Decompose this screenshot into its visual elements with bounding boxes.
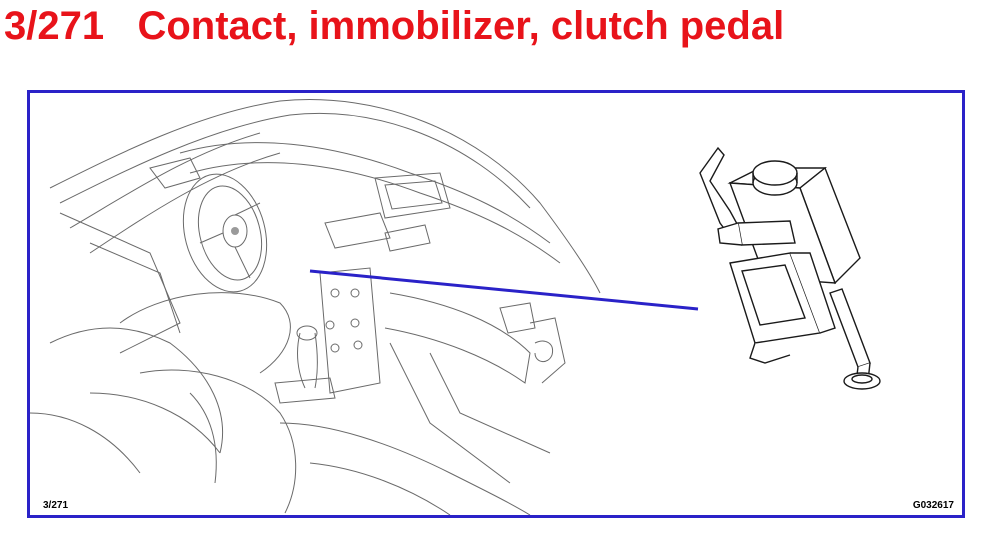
car-interior-illustration [30,99,601,515]
figure-reference-right: G032617 [912,500,954,511]
figure-reference-left: 3/271 [43,500,69,511]
steering-emblem [231,227,239,235]
page-title: 3/271 Contact, immobilizer, clutch pedal [4,4,785,48]
diagram-frame: 3/271 G032617 [27,90,965,518]
leader-line [309,269,699,311]
clutch-switch-illustration [699,146,881,390]
diagram-drawing [30,99,881,515]
